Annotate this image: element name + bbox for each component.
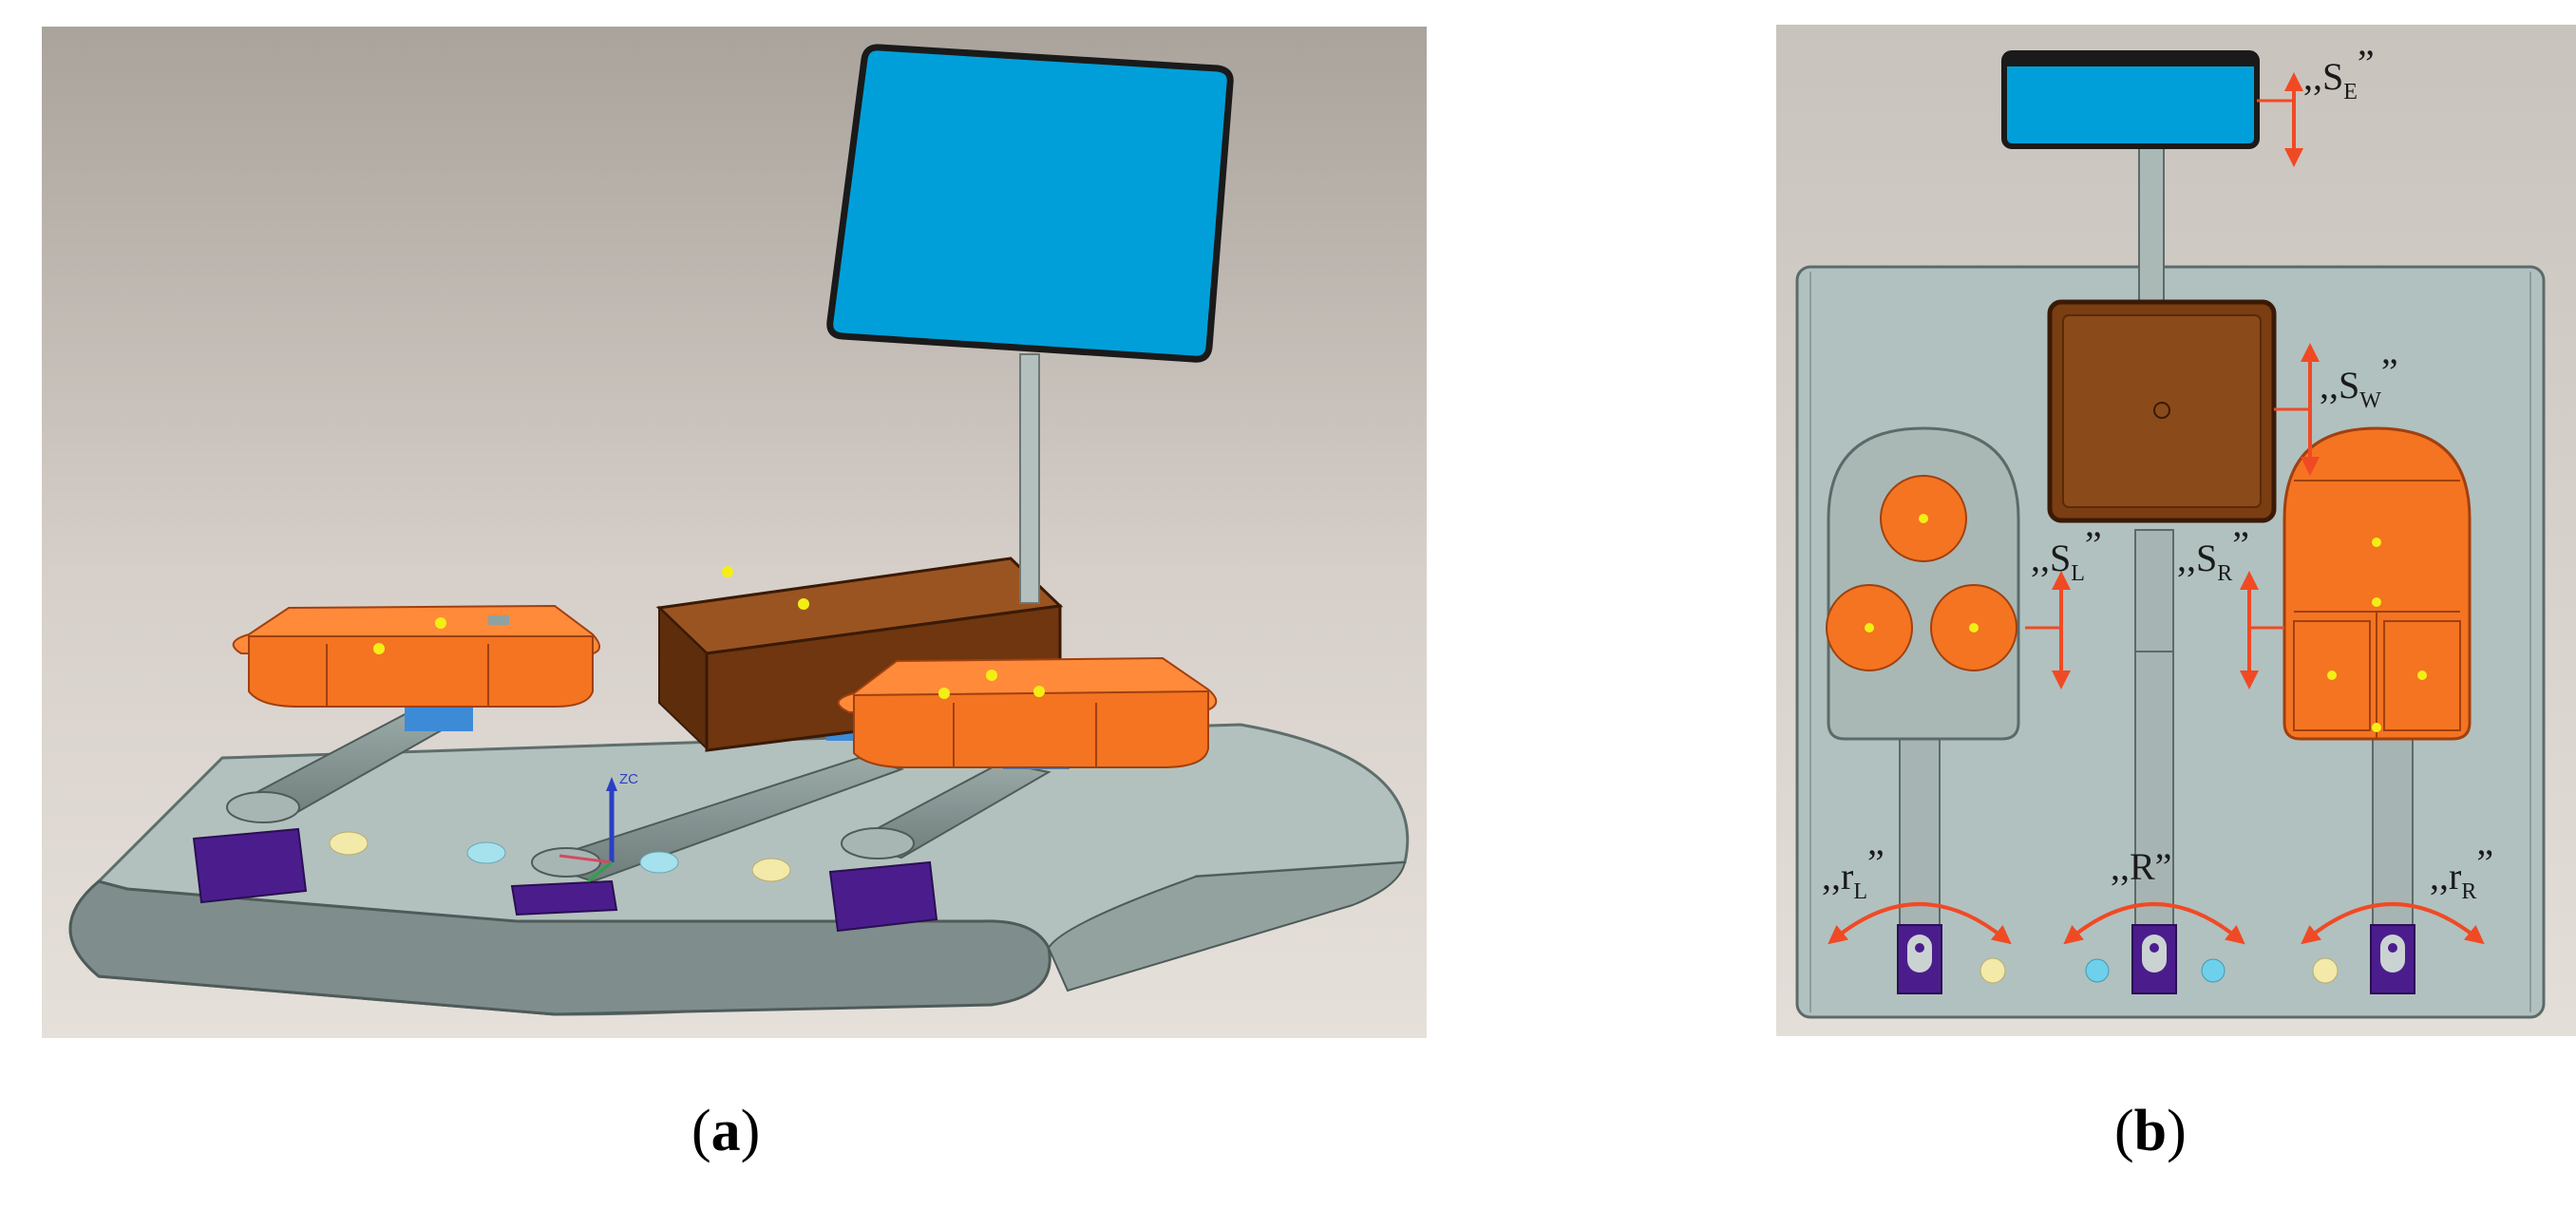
rotation-arrow-center [2063,902,2245,945]
rail-center [2134,529,2174,977]
sensor-puck [2312,957,2339,984]
caption-b: (b) [2114,1099,2187,1163]
motor-center [2131,924,2177,994]
label-rc: ,,R” [2111,845,2171,888]
motor-left [192,827,308,904]
label-sw: ,,SW” [2320,350,2398,413]
motor-center [510,879,618,916]
arrow-se [2257,72,2303,167]
motor-right [2370,924,2415,994]
tray-left [232,604,601,708]
label-rr: ,,rR” [2430,841,2493,904]
sensor-puck [466,841,506,864]
arm-center [531,756,905,883]
caption-a: (a) [691,1099,761,1163]
coordinate-triad: ZC [559,771,638,883]
label-sr: ,,SR” [2177,523,2249,586]
label-se: ,,SE” [2303,42,2375,104]
arrow-sr [2240,571,2284,690]
motor-right [828,860,938,933]
screen-assembly [826,44,1234,604]
arrow-sl [2025,571,2071,690]
perspective-render: ZC [42,27,1427,1038]
sensor-puck [329,831,369,856]
sensor-puck [1979,957,2006,984]
motor-left [1897,924,1942,994]
rotation-arrow-right [2301,902,2485,945]
screen-post [2138,145,2165,318]
tray-right [837,656,1218,768]
panel-a-perspective-view: ZC [42,27,1427,1038]
sensor-puck [2085,958,2110,983]
top-view-render: ,,SE” ,,SW” ,,SL” ,,SR” ,,rL” ,,R” ,,rR” [1776,25,2576,1036]
tray-right [2282,426,2472,741]
rotation-arrow-left [1828,902,2012,945]
sensor-puck [2201,958,2226,983]
sensor-puck [751,858,791,882]
tray-left [1826,426,2020,741]
axis-zc-label: ZC [619,771,638,787]
sensor-puck [639,851,679,874]
screen [2001,50,2260,149]
arm-right [841,761,1051,860]
arm-left [226,708,463,823]
label-sl: ,,SL” [2031,523,2102,586]
arrow-sw [2274,343,2320,476]
label-rl: ,,rL” [1822,841,1885,904]
work-box [2047,299,2277,523]
base-plate [68,723,1410,1016]
panel-b-top-view: ,,SE” ,,SW” ,,SL” ,,SR” ,,rL” ,,R” ,,rR” [1776,25,2576,1036]
